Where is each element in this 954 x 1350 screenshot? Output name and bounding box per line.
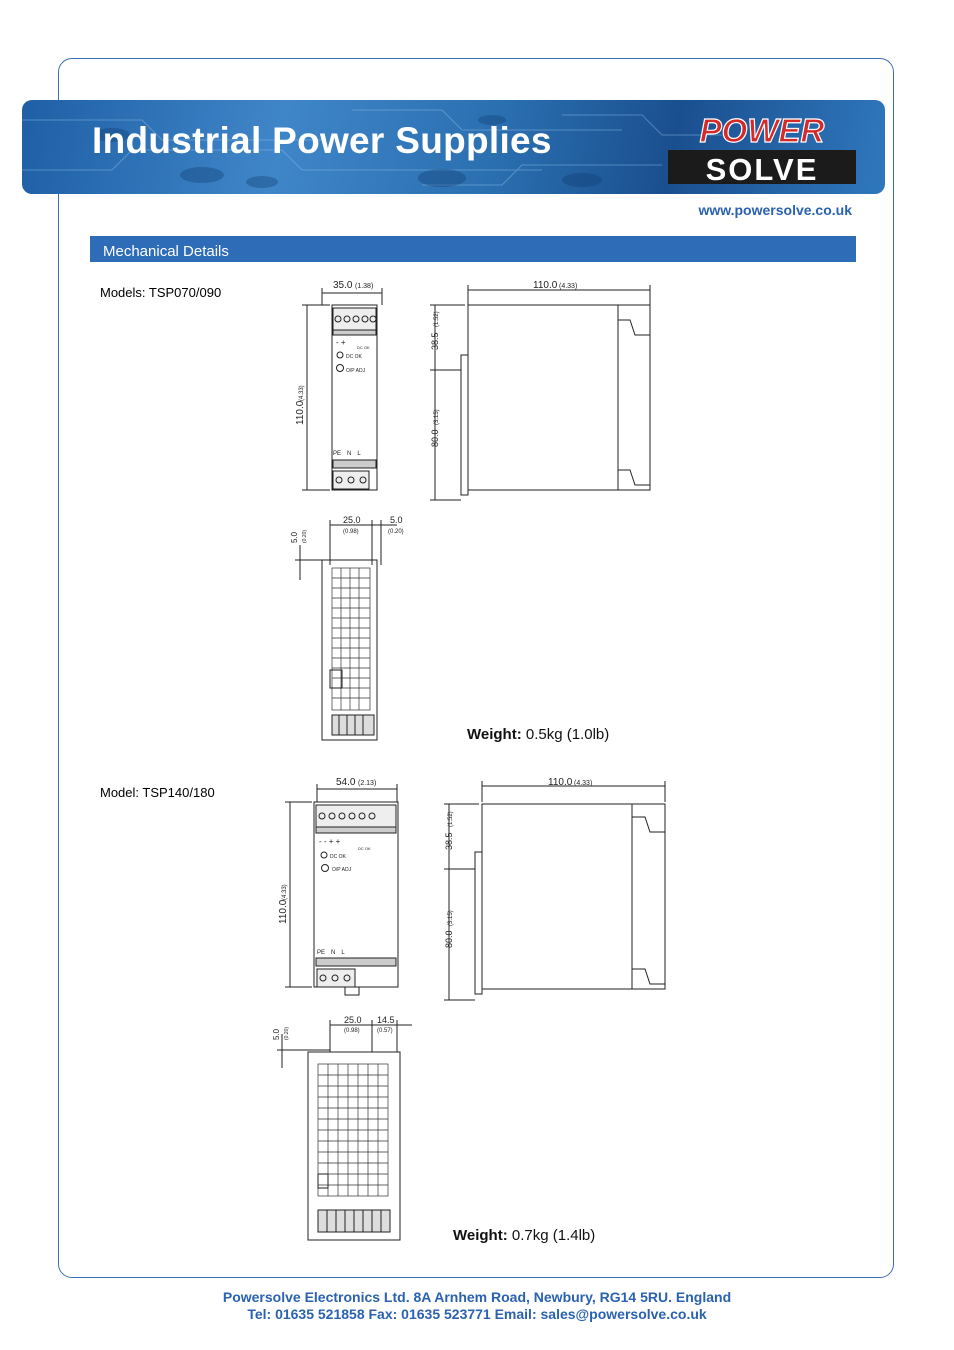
footer-contact: Tel: 01635 521858 Fax: 01635 523771 Emai… bbox=[247, 1306, 707, 1322]
logo-power-text: POWER bbox=[700, 112, 825, 149]
dim-top-width: 25.0 bbox=[343, 515, 361, 525]
label-dc-ok: DC OK bbox=[358, 846, 371, 851]
dim-lower: 80.0 bbox=[444, 930, 454, 948]
top-view: 25.0 (0.98) 14.5 (0.57) 5.0 (0.20) bbox=[272, 1015, 412, 1241]
dim-depth: 110.0 bbox=[548, 777, 573, 788]
weight-label: Weight: bbox=[453, 1227, 508, 1244]
side-view: 110.0 (4.33) 38.5 (1.52) 80.0 (3.15) bbox=[444, 777, 666, 1001]
dim-top-left-in: (0.20) bbox=[284, 1027, 290, 1040]
model-label: Model: TSP140/180 bbox=[100, 785, 215, 800]
label-n: N bbox=[347, 451, 351, 457]
dim-width: 35.0 bbox=[333, 280, 353, 291]
dim-top-left: 5.0 bbox=[272, 1028, 281, 1040]
top-view: 25.0 (0.98) 5.0 (0.20) 5.0 (0.20) bbox=[290, 515, 404, 741]
dim-upper: 38.5 bbox=[444, 832, 454, 850]
label-pe: PE bbox=[333, 451, 341, 457]
dim-depth: 110.0 bbox=[533, 280, 558, 291]
header-banner: Industrial Power Supplies POWER SOLVE bbox=[22, 100, 885, 194]
model-label: Models: TSP070/090 bbox=[100, 285, 222, 300]
banner-title: Industrial Power Supplies bbox=[92, 120, 552, 161]
dim-width: 54.0 bbox=[336, 777, 356, 788]
dim-upper-in: (1.52) bbox=[448, 811, 454, 827]
label-adj: O/P ADJ bbox=[346, 368, 366, 374]
label-n: N bbox=[331, 950, 335, 956]
website-link[interactable]: www.powersolve.co.uk bbox=[698, 202, 852, 218]
dim-lower-in: (3.15) bbox=[448, 910, 454, 926]
weight-tsp140: Weight: 0.7kg (1.4lb) bbox=[453, 1227, 595, 1244]
mechanical-drawing-tsp140: 54.0 (2.13) - - + + DC OK DC OK O/P ADJ … bbox=[262, 772, 670, 1250]
label-pe: PE bbox=[317, 950, 325, 956]
dim-height: 110.0 bbox=[295, 400, 306, 425]
section-header: Mechanical Details bbox=[90, 236, 856, 262]
dim-depth-in: (4.33) bbox=[574, 780, 592, 787]
label-dc-ok-led: DC OK bbox=[346, 354, 363, 360]
dim-height: 110.0 bbox=[278, 899, 289, 924]
logo-solve-text: SOLVE bbox=[706, 152, 819, 187]
page-frame bbox=[58, 58, 894, 1278]
weight-value: 0.7kg (1.4lb) bbox=[511, 1227, 596, 1244]
dim-top-right-in: (0.57) bbox=[377, 1028, 393, 1034]
dim-top-right: 5.0 bbox=[390, 515, 403, 525]
dim-lower-in: (3.15) bbox=[434, 409, 440, 425]
dim-upper: 38.5 bbox=[430, 332, 440, 350]
label-l: L bbox=[341, 950, 345, 956]
dim-upper-in: (1.52) bbox=[434, 311, 440, 327]
circuit-board-background bbox=[22, 109, 722, 188]
dim-top-left: 5.0 bbox=[290, 531, 299, 543]
svg-text:- - + +: - - + + bbox=[319, 837, 341, 846]
dim-height-in: (4.33) bbox=[282, 884, 288, 900]
weight-value: 0.5kg (1.0lb) bbox=[525, 726, 610, 743]
label-adj: O/P ADJ bbox=[332, 867, 352, 873]
dim-top-left-in: (0.20) bbox=[302, 530, 308, 543]
drawing-svg: 54.0 (2.13) - - + + DC OK DC OK O/P ADJ … bbox=[272, 777, 666, 1241]
dim-top-right-in: (0.20) bbox=[388, 529, 404, 535]
label-dc-ok-led: DC OK bbox=[330, 854, 347, 860]
label-dc-ok: DC OK bbox=[357, 345, 370, 350]
dim-height-in: (4.33) bbox=[299, 385, 305, 401]
powersolve-logo: POWER SOLVE bbox=[668, 111, 856, 187]
dim-top-width-in: (0.98) bbox=[344, 1028, 360, 1034]
dim-top-right: 14.5 bbox=[377, 1015, 395, 1025]
footer-address: Powersolve Electronics Ltd. 8A Arnhem Ro… bbox=[222, 1289, 732, 1305]
section-title: Mechanical Details bbox=[103, 243, 229, 260]
side-view: 110.0 (4.33) 38.5 (1.52) 80.0 (3.15) bbox=[430, 280, 651, 501]
label-l: L bbox=[357, 451, 361, 457]
dim-lower: 80.0 bbox=[430, 429, 440, 447]
dim-depth-in: (4.33) bbox=[559, 283, 577, 290]
dim-width-in: (1.38) bbox=[355, 283, 373, 290]
weight-label: Weight: bbox=[467, 726, 522, 743]
dim-top-width: 25.0 bbox=[344, 1015, 362, 1025]
weight-tsp070: Weight: 0.5kg (1.0lb) bbox=[467, 726, 609, 743]
dim-width-in: (2.13) bbox=[358, 780, 376, 787]
front-view: 54.0 (2.13) - - + + DC OK DC OK O/P ADJ … bbox=[278, 777, 399, 996]
svg-text:- +: - + bbox=[336, 338, 346, 347]
dim-top-width-in: (0.98) bbox=[343, 529, 359, 535]
